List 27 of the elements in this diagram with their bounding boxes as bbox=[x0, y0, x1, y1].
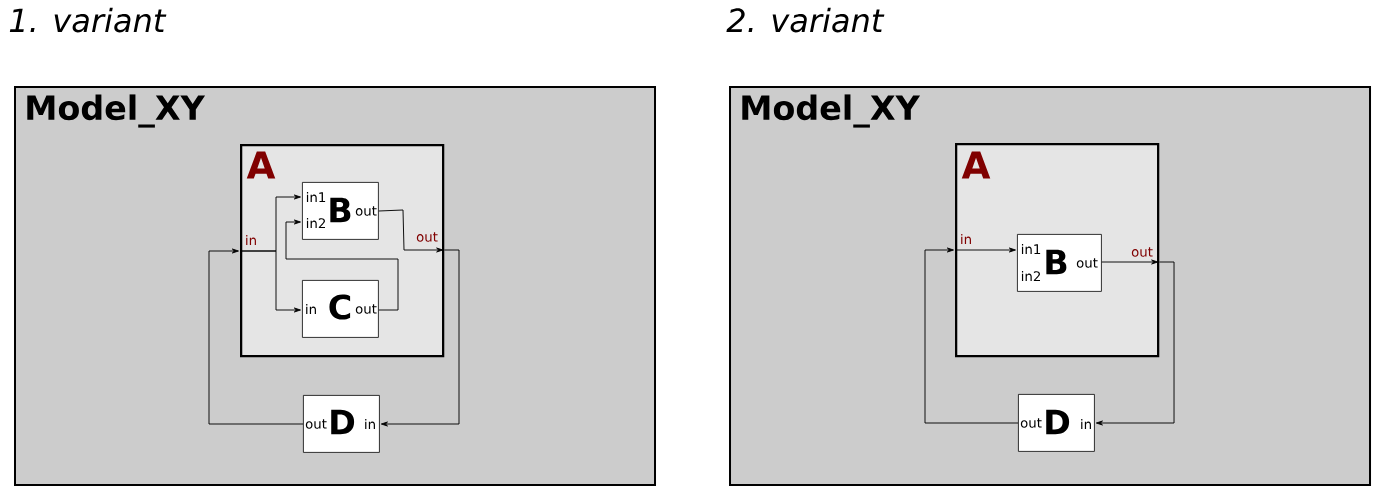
port-label: out bbox=[355, 304, 377, 314]
panel-heading: 2. variant bbox=[726, 7, 885, 33]
port-label: in bbox=[306, 303, 316, 315]
connector bbox=[208, 248, 304, 425]
connector bbox=[1095, 261, 1175, 426]
port-label: out bbox=[1020, 418, 1042, 428]
port-label: in1 bbox=[1021, 243, 1041, 255]
connector bbox=[285, 219, 399, 311]
port-label: in bbox=[365, 418, 375, 430]
port-label: in bbox=[961, 233, 971, 245]
panel-heading: 1. variant bbox=[9, 7, 167, 33]
port-label: out bbox=[355, 206, 377, 216]
port-label: in bbox=[246, 234, 256, 246]
port-label: in1 bbox=[306, 191, 326, 203]
connector bbox=[924, 247, 1019, 424]
connector bbox=[378, 209, 444, 253]
connector bbox=[380, 249, 460, 427]
connector bbox=[239, 250, 301, 313]
port-label: in2 bbox=[1021, 270, 1040, 282]
port-label: out bbox=[305, 419, 327, 429]
port-label: out bbox=[1131, 247, 1153, 257]
port-label: out bbox=[416, 232, 438, 242]
port-label: in2 bbox=[306, 217, 325, 229]
port-label: out bbox=[1076, 258, 1098, 268]
connector bbox=[954, 247, 1016, 253]
connector bbox=[1101, 259, 1159, 265]
port-label: in bbox=[1081, 418, 1091, 430]
